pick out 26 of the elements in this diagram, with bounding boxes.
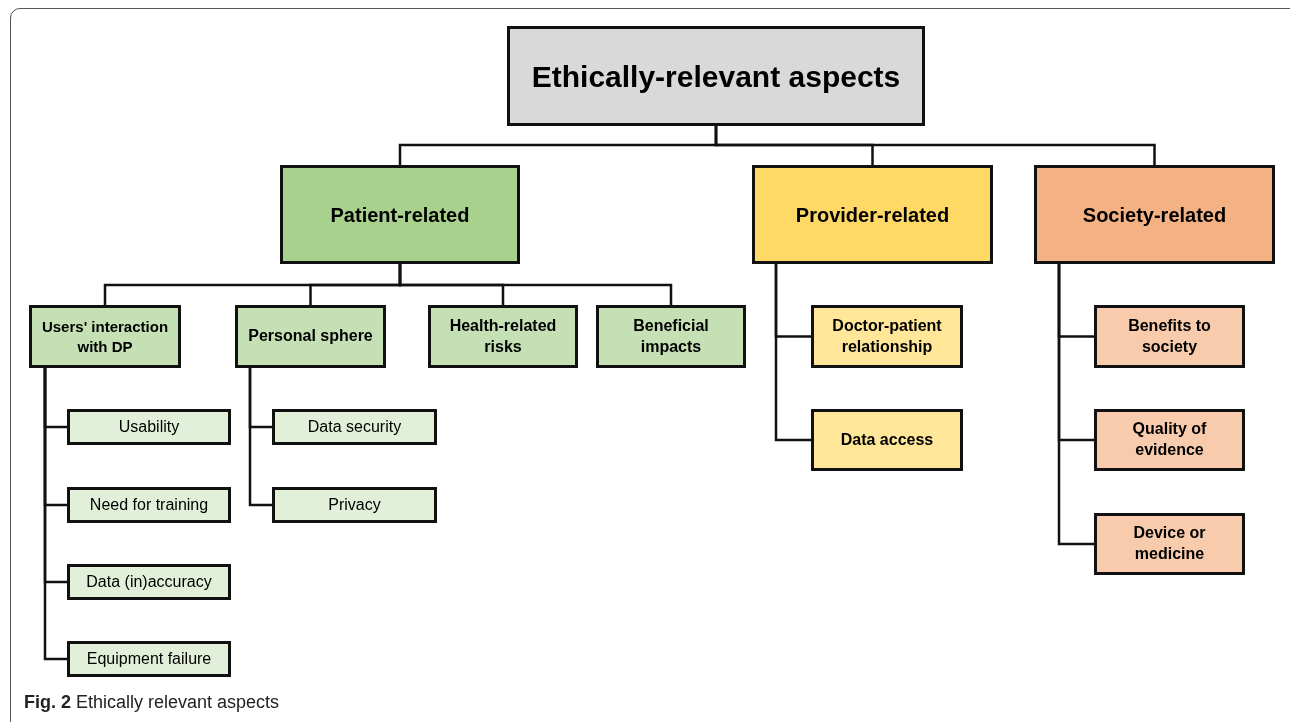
item-box: Privacy: [272, 487, 437, 523]
category-box: Device or medicine: [1094, 513, 1245, 575]
connector-line: [248, 368, 272, 507]
category-box: Doctor-patient relationship: [811, 305, 963, 368]
connector-line: [1057, 264, 1094, 546]
category-box: Quality of evidence: [1094, 409, 1245, 471]
connector-line: [714, 126, 1156, 165]
category-box: Beneficial impacts: [596, 305, 746, 368]
category-box: Users' interaction with DP: [29, 305, 181, 368]
category-box: Health-related risks: [428, 305, 578, 368]
item-box: Data (in)accuracy: [67, 564, 231, 600]
category-box: Personal sphere: [235, 305, 386, 368]
item-box: Equipment failure: [67, 641, 231, 677]
category-box: Ethically-relevant aspects: [507, 26, 925, 126]
category-box: Patient-related: [280, 165, 520, 264]
category-box: Provider-related: [752, 165, 993, 264]
connector-line: [43, 368, 67, 661]
item-box: Need for training: [67, 487, 231, 523]
category-box: Data access: [811, 409, 963, 471]
item-box: Usability: [67, 409, 231, 445]
category-box: Society-related: [1034, 165, 1275, 264]
connector-line: [398, 264, 673, 305]
category-box: Benefits to society: [1094, 305, 1245, 368]
connector-line: [774, 264, 811, 442]
figure-caption: Fig. 2 Ethically relevant aspects: [24, 692, 280, 713]
item-box: Data security: [272, 409, 437, 445]
